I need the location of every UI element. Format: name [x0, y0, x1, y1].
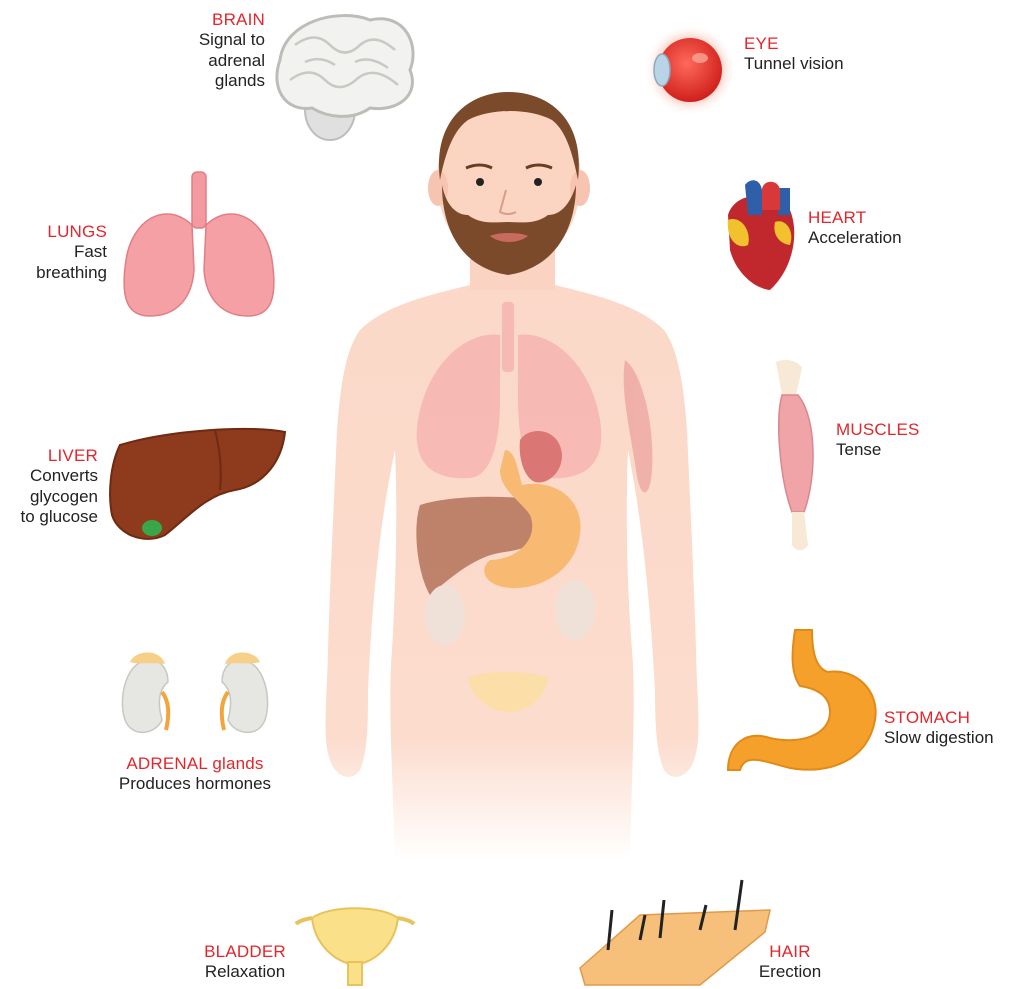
label-brain-desc-1: Signal to	[160, 30, 265, 50]
label-bladder-desc: Relaxation	[190, 962, 300, 982]
muscle-belly	[779, 395, 813, 512]
label-muscles-desc: Tense	[836, 440, 986, 460]
bladder-urethra	[348, 962, 362, 985]
stomach-illustration	[728, 630, 876, 770]
label-lungs-desc-1: Fast	[10, 242, 107, 262]
bladder-body	[312, 908, 398, 965]
label-brain-desc-3: glands	[160, 71, 265, 91]
gallbladder	[142, 520, 162, 536]
label-heart: HEART Acceleration	[808, 208, 958, 249]
label-liver-title: LIVER	[5, 446, 98, 466]
label-heart-title: HEART	[808, 208, 958, 228]
brain-illustration	[277, 16, 413, 140]
brain-cortex	[277, 16, 413, 117]
lung-right	[204, 214, 274, 316]
bladder-illustration	[296, 908, 414, 985]
lung-left	[124, 214, 194, 316]
label-muscles: MUSCLES Tense	[836, 420, 986, 461]
inner-kidney-left	[425, 585, 465, 645]
heart-aorta	[762, 182, 780, 210]
liver-illustration	[110, 429, 285, 539]
label-liver-desc-3: to glucose	[5, 507, 98, 527]
eye-highlight	[692, 53, 708, 63]
label-hair: HAIR Erection	[745, 942, 835, 983]
liver-body	[110, 429, 285, 539]
inner-kidney-right	[555, 580, 595, 640]
adrenal-illustration	[122, 653, 267, 733]
muscle-tendon-top	[776, 360, 802, 395]
muscle-tendon-bottom	[792, 512, 808, 550]
muscle-illustration	[776, 360, 813, 550]
ureter-right	[222, 692, 228, 730]
human-body-figure	[326, 92, 699, 860]
hair-illustration	[580, 880, 770, 985]
label-heart-desc: Acceleration	[808, 228, 958, 248]
label-stomach-desc: Slow digestion	[884, 728, 1014, 748]
label-muscles-title: MUSCLES	[836, 420, 986, 440]
label-lungs-desc-2: breathing	[10, 263, 107, 283]
label-bladder-title: BLADDER	[190, 942, 300, 962]
face-eye-left	[476, 178, 484, 186]
label-liver-desc-2: glycogen	[5, 487, 98, 507]
label-lungs: LUNGS Fast breathing	[10, 222, 107, 283]
label-adrenal: ADRENAL glands Produces hormones	[90, 754, 300, 795]
inner-trachea	[502, 302, 514, 372]
ureter-left	[162, 692, 168, 730]
label-brain-title: BRAIN	[160, 10, 265, 30]
face-eye-right	[534, 178, 542, 186]
label-brain: BRAIN Signal to adrenal glands	[160, 10, 265, 92]
label-hair-title: HAIR	[745, 942, 835, 962]
adrenal-left	[130, 653, 165, 665]
eye-illustration	[644, 24, 736, 116]
eye-lens	[654, 54, 670, 86]
lungs-illustration	[124, 172, 274, 316]
label-adrenal-desc: Produces hormones	[90, 774, 300, 794]
kidney-right	[222, 660, 268, 732]
label-brain-desc-2: adrenal	[160, 51, 265, 71]
label-stomach: STOMACH Slow digestion	[884, 708, 1014, 749]
stomach-body	[728, 630, 876, 770]
adrenal-right	[225, 653, 260, 665]
label-liver: LIVER Converts glycogen to glucose	[5, 446, 98, 528]
lungs-trachea	[192, 172, 206, 228]
label-eye-desc: Tunnel vision	[744, 54, 894, 74]
label-adrenal-title: ADRENAL glands	[90, 754, 300, 774]
label-stomach-title: STOMACH	[884, 708, 1014, 728]
label-hair-desc: Erection	[745, 962, 835, 982]
label-lungs-title: LUNGS	[10, 222, 107, 242]
label-eye: EYE Tunnel vision	[744, 34, 894, 75]
heart-illustration	[728, 180, 794, 290]
kidney-left	[122, 660, 168, 732]
label-liver-desc-1: Converts	[5, 466, 98, 486]
label-bladder: BLADDER Relaxation	[190, 942, 300, 983]
label-eye-title: EYE	[744, 34, 894, 54]
